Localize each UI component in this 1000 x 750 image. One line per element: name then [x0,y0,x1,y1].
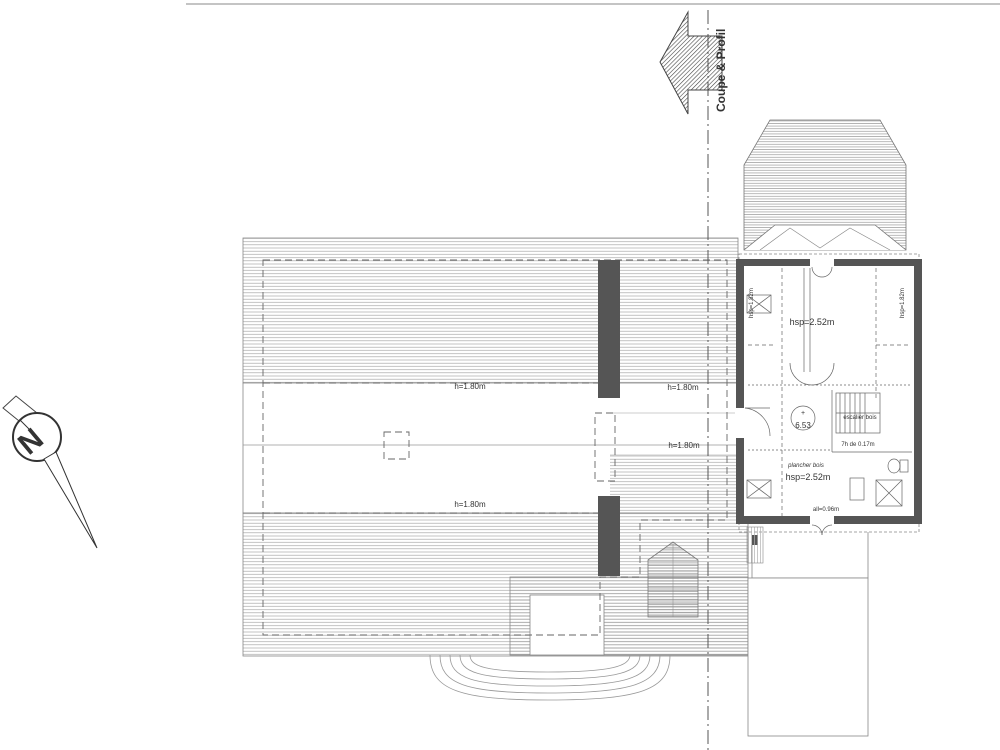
area-marker: + [801,410,805,417]
label-h-top-left: h=1.80m [454,382,486,391]
annex-lower-extension [746,526,869,737]
chimney-bottom [598,496,620,576]
annex-interior [744,266,912,536]
roof-dashed-outline [262,259,728,636]
label-hsp-right: hsp=1.82m [900,288,906,318]
terrace-arcs [429,654,671,701]
annex-walls [735,258,922,525]
label-step: 7h de 0.17m [841,442,874,448]
section-label: Coupe & Profil [714,29,728,112]
section-arrow [659,10,723,115]
label-hsp-lower: hsp=2.52m [786,472,831,482]
label-sill: all=0.96m [813,507,839,513]
dormer-roof [647,541,699,618]
label-area: 6.53 [795,421,811,430]
annex-top-roof [743,119,907,251]
chimney-top [598,260,620,398]
label-hsp-upper: hsp=2.52m [790,317,835,327]
label-hsp-left: hsp=1.82m [749,288,755,318]
label-h-bottom: h=1.80m [454,500,486,509]
label-h-mid: h=1.80m [668,441,700,450]
lower-extension [509,576,749,656]
north-compass [2,395,98,549]
label-h-top-right: h=1.80m [667,383,699,392]
label-stair: escalier bois [843,415,876,421]
label-floor: plancher bois [787,463,824,469]
